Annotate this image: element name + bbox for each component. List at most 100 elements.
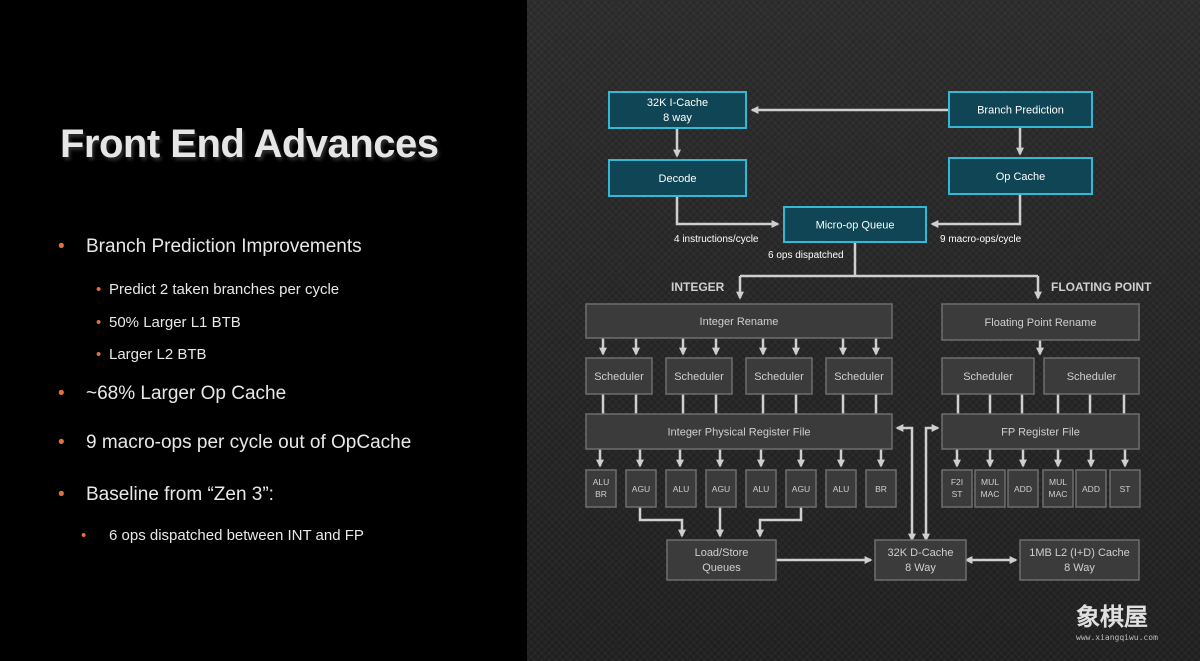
fp-header: FLOATING POINT — [1051, 280, 1152, 294]
int-unit-alu: ALU — [665, 469, 697, 508]
svg-text:8 Way: 8 Way — [905, 562, 936, 574]
svg-text:8 Way: 8 Way — [1064, 562, 1095, 574]
bullet-item: •~68% Larger Op Cache — [58, 383, 287, 404]
arrow-opcache-queue — [930, 194, 1022, 229]
svg-text:Scheduler: Scheduler — [594, 371, 644, 383]
bullet-dot-icon: • — [81, 527, 87, 544]
svg-text:www.xiangqiwu.com: www.xiangqiwu.com — [1076, 633, 1158, 642]
prf-to-unit-arrows — [595, 449, 886, 468]
bullet-dot-icon: • — [96, 281, 102, 298]
svg-text:Scheduler: Scheduler — [1067, 371, 1117, 383]
bullet-item: •Baseline from “Zen 3”: — [58, 484, 274, 505]
scheduler-to-prf-lines — [601, 394, 878, 414]
svg-text:Integer Physical Register File: Integer Physical Register File — [667, 427, 810, 439]
svg-text:Branch Prediction: Branch Prediction — [977, 105, 1064, 117]
int-scheduler-3: Scheduler — [745, 357, 813, 395]
svg-text:Queues: Queues — [702, 562, 741, 574]
bullet-dot-icon: • — [96, 346, 102, 363]
int-unit-agu: AGU — [785, 469, 817, 508]
fp-unit-st: ST — [1109, 469, 1141, 508]
micro-op-queue-box: Micro-op Queue — [783, 206, 927, 243]
int-scheduler-2: Scheduler — [665, 357, 733, 395]
int-unit-alu-br: ALU BR — [585, 469, 617, 508]
dispatch-label: 6 ops dispatched — [768, 250, 844, 261]
int-register-file-box: Integer Physical Register File — [585, 413, 893, 450]
sub-bullet-item: •50% Larger L1 BTB — [96, 314, 241, 331]
op-cache-box: Op Cache — [948, 157, 1093, 195]
fp-unit-mul-mac: MUL MAC — [974, 469, 1006, 508]
bullet-item: •9 macro-ops per cycle out of OpCache — [58, 432, 412, 453]
svg-text:MUL: MUL — [981, 477, 999, 487]
int-unit-br: BR — [865, 469, 897, 508]
bullet-dot-icon: • — [58, 383, 65, 404]
svg-text:ADD: ADD — [1014, 484, 1032, 494]
bullet-dot-icon: • — [58, 432, 65, 453]
int-unit-alu: ALU — [745, 469, 777, 508]
int-unit-agu: AGU — [705, 469, 737, 508]
svg-text:ST: ST — [1120, 484, 1131, 494]
svg-text:Scheduler: Scheduler — [834, 371, 884, 383]
arrow-dcache-fp-rf — [924, 423, 940, 536]
connector-lines — [595, 105, 1130, 565]
l2-cache-box: 1MB L2 (I+D) Cache 8 Way — [1019, 539, 1140, 581]
arrow-decode-queue — [675, 196, 780, 229]
text-panel — [0, 0, 527, 661]
svg-text:ALU: ALU — [833, 484, 850, 494]
svg-text:Floating Point Rename: Floating Point Rename — [985, 317, 1097, 329]
fp-unit-add: ADD — [1007, 469, 1039, 508]
branch-prediction-box: Branch Prediction — [948, 91, 1093, 128]
sub-bullet-item: •6 ops dispatched between INT and FP — [81, 527, 364, 544]
decode-box: Decode — [608, 159, 747, 197]
svg-text:BR: BR — [595, 489, 607, 499]
integer-rename-box: Integer Rename — [585, 303, 893, 339]
slide-title: Front End Advances — [60, 122, 439, 166]
sub-bullet-item: •Larger L2 BTB — [96, 346, 207, 363]
icache-box: 32K I-Cache 8 way — [608, 91, 747, 129]
bullet-dot-icon: • — [96, 314, 102, 331]
int-unit-agu: AGU — [625, 469, 657, 508]
fp-unit-f2i-st: F2I ST — [941, 469, 973, 508]
svg-text:Micro-op Queue: Micro-op Queue — [816, 220, 895, 232]
svg-text:Op Cache: Op Cache — [996, 171, 1046, 183]
arrow-agu1-lsq — [638, 507, 687, 538]
svg-text:Integer Rename: Integer Rename — [700, 316, 779, 328]
bullet-dot-icon: • — [58, 484, 65, 505]
svg-text:象棋屋: 象棋屋 — [1076, 603, 1148, 631]
arrow-dcache-int-prf — [895, 423, 914, 536]
fp-unit-mul-mac: MUL MAC — [1042, 469, 1074, 508]
svg-text:Scheduler: Scheduler — [754, 371, 804, 383]
svg-text:FP Register File: FP Register File — [1001, 427, 1080, 439]
fp-register-file-box: FP Register File — [941, 413, 1140, 450]
fp-scheduler-1: Scheduler — [941, 357, 1035, 395]
svg-text:BR: BR — [875, 484, 887, 494]
svg-text:Decode: Decode — [659, 173, 697, 185]
int-unit-alu: ALU — [825, 469, 857, 508]
svg-text:Scheduler: Scheduler — [674, 371, 724, 383]
decode-rate-label: 4 instructions/cycle — [674, 234, 759, 245]
svg-text:MAC: MAC — [981, 489, 1000, 499]
svg-text:ALU: ALU — [673, 484, 690, 494]
fp-scheduler-2: Scheduler — [1043, 357, 1140, 395]
fprf-to-unit-arrows — [952, 449, 1130, 468]
svg-text:AGU: AGU — [712, 484, 730, 494]
fp-rename-box: Floating Point Rename — [941, 303, 1140, 341]
d-cache-box: 32K D-Cache 8 Way — [874, 539, 967, 581]
svg-text:Load/Store: Load/Store — [695, 547, 749, 559]
svg-text:Scheduler: Scheduler — [963, 371, 1013, 383]
svg-text:32K D-Cache: 32K D-Cache — [887, 547, 953, 559]
svg-text:MAC: MAC — [1049, 489, 1068, 499]
svg-text:ALU: ALU — [593, 477, 610, 487]
svg-text:8 way: 8 way — [663, 112, 692, 124]
int-rename-to-scheduler-arrows — [598, 338, 881, 356]
opcache-rate-label: 9 macro-ops/cycle — [940, 234, 1022, 245]
svg-text:AGU: AGU — [632, 484, 650, 494]
load-store-queues-box: Load/Store Queues — [666, 539, 777, 581]
bullet-item: •Branch Prediction Improvements — [58, 236, 362, 257]
fp-unit-add: ADD — [1075, 469, 1107, 508]
svg-text:F2I: F2I — [951, 477, 963, 487]
fp-scheduler-to-rf-lines — [956, 394, 1126, 414]
svg-text:ST: ST — [952, 489, 963, 499]
int-scheduler-1: Scheduler — [585, 357, 653, 395]
